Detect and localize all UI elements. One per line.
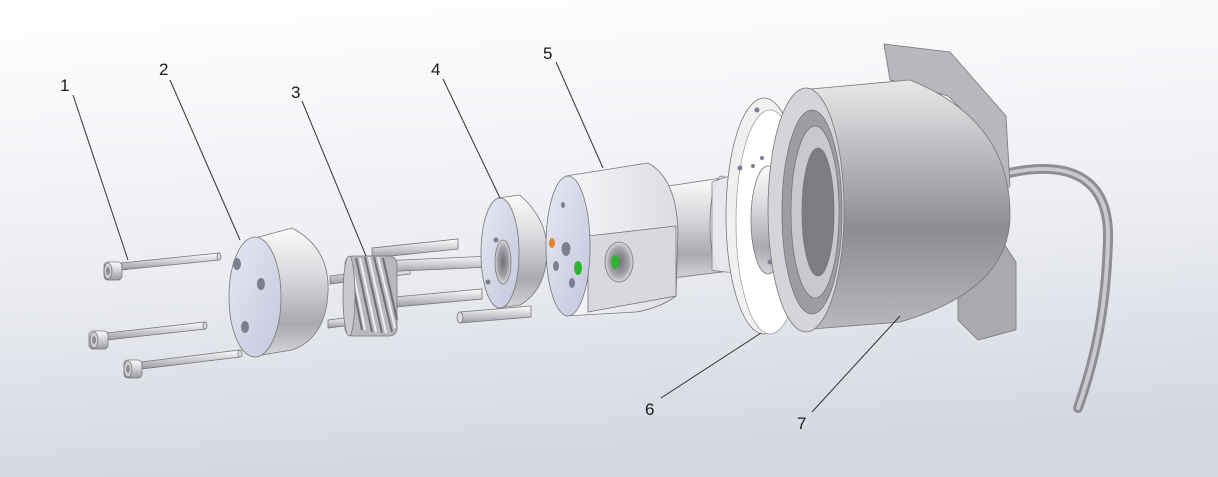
leader-2 [169, 79, 241, 241]
part-4-ring [480, 194, 548, 309]
leader-7 [811, 315, 901, 413]
leader-6 [660, 332, 762, 399]
leader-4 [442, 78, 501, 199]
callout-2: 2 [159, 60, 168, 79]
callout-3: 3 [291, 83, 300, 102]
leader-lines [72, 61, 901, 413]
helical-gear [342, 255, 398, 337]
callout-6: 6 [645, 400, 654, 419]
callout-7: 7 [797, 414, 806, 433]
part-2-end-cap [228, 227, 329, 358]
screw-bottom [123, 349, 243, 379]
part-3-pinion-gear [327, 238, 532, 337]
part-7-motor [767, 43, 1114, 413]
screw-top [103, 252, 222, 281]
callout-5: 5 [543, 44, 552, 63]
leader-1 [72, 94, 129, 261]
callout-labels: 1 2 3 4 5 6 7 [60, 44, 806, 433]
part-1-screws [88, 252, 243, 379]
callout-1: 1 [60, 76, 69, 95]
leader-5 [555, 61, 604, 169]
screw-middle [88, 321, 208, 350]
callout-4: 4 [431, 60, 440, 79]
leader-3 [301, 100, 367, 257]
